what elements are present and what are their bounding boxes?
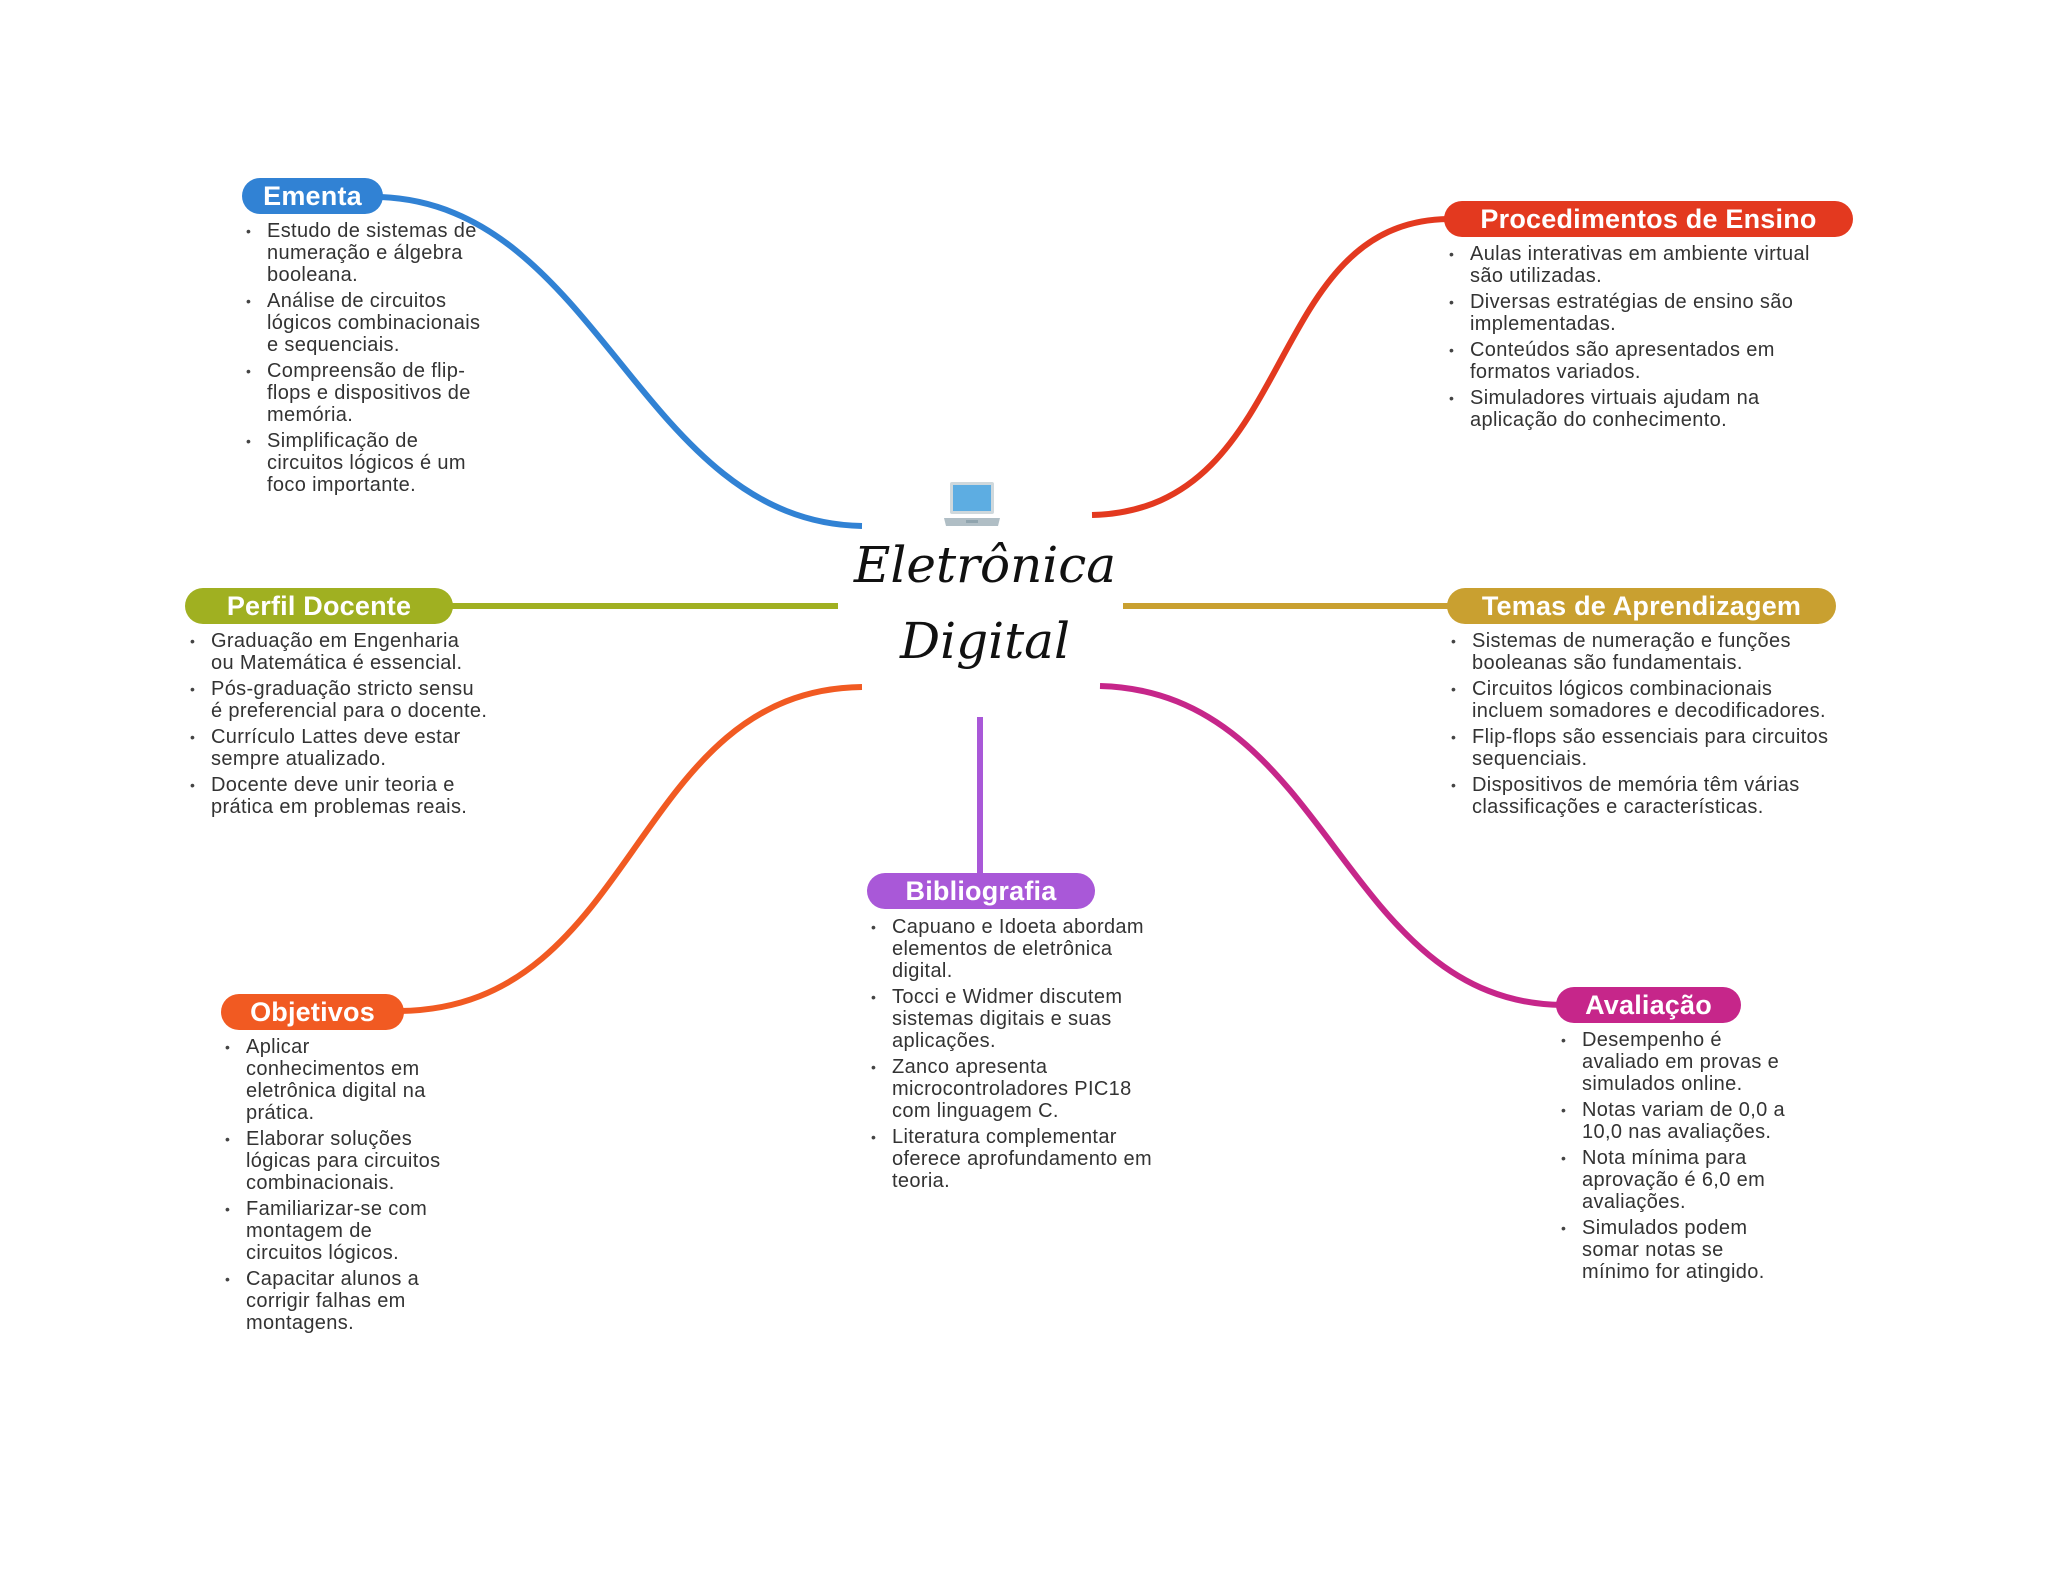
objetivos-list: Aplicar conhecimentos em eletrônica digi… <box>223 1036 453 1338</box>
procedimentos-list: Aulas interativas em ambiente virtual sã… <box>1447 243 1817 435</box>
branch-ementa[interactable]: Ementa <box>242 178 383 214</box>
list-item: Familiarizar-se com montagem de circuito… <box>223 1198 453 1264</box>
avaliacao-list: Desempenho é avaliado em provas e simula… <box>1559 1029 1789 1287</box>
list-item: Compreensão de flip-flops e dispositivos… <box>244 360 484 426</box>
list-item: Simulados podem somar notas se mínimo fo… <box>1559 1217 1789 1283</box>
list-item: Desempenho é avaliado em provas e simula… <box>1559 1029 1789 1095</box>
central-title-line1: Eletrônica <box>853 536 1117 594</box>
connector-objetivos <box>399 684 863 1014</box>
connector-ementa <box>379 194 863 529</box>
temas-list: Sistemas de numeração e funções booleana… <box>1449 630 1829 822</box>
ementa-list: Estudo de sistemas de numeração e álgebr… <box>244 220 484 500</box>
list-item: Docente deve unir teoria e prática em pr… <box>188 774 488 818</box>
list-item: Simuladores virtuais ajudam na aplicação… <box>1447 387 1817 431</box>
list-item: Sistemas de numeração e funções booleana… <box>1449 630 1829 674</box>
list-item: Aulas interativas em ambiente virtual sã… <box>1447 243 1817 287</box>
branch-avaliacao[interactable]: Avaliação <box>1556 987 1741 1023</box>
list-item: Análise de circuitos lógicos combinacion… <box>244 290 484 356</box>
laptop-icon <box>944 482 1000 526</box>
list-item: Nota mínima para aprovação é 6,0 em aval… <box>1559 1147 1789 1213</box>
perfil-list: Graduação em Engenharia ou Matemática é … <box>188 630 488 822</box>
list-item: Zanco apresenta microcontroladores PIC18… <box>869 1056 1154 1122</box>
branch-procedimentos[interactable]: Procedimentos de Ensino <box>1444 201 1853 237</box>
list-item: Literatura complementar oferece aprofund… <box>869 1126 1154 1192</box>
list-item: Currículo Lattes deve estar sempre atual… <box>188 726 488 770</box>
list-item: Simplificação de circuitos lógicos é um … <box>244 430 484 496</box>
branch-objetivos[interactable]: Objetivos <box>221 994 404 1030</box>
connector-avaliacao <box>1099 683 1563 1008</box>
branch-temas[interactable]: Temas de Aprendizagem <box>1447 588 1836 624</box>
list-item: Circuitos lógicos combinacionais incluem… <box>1449 678 1829 722</box>
branch-perfil-docente[interactable]: Perfil Docente <box>185 588 453 624</box>
central-title-line2: Digital <box>900 612 1070 670</box>
list-item: Notas variam de 0,0 a 10,0 nas avaliaçõe… <box>1559 1099 1789 1143</box>
list-item: Dispositivos de memória têm várias class… <box>1449 774 1829 818</box>
list-item: Capuano e Idoeta abordam elementos de el… <box>869 916 1154 982</box>
list-item: Conteúdos são apresentados em formatos v… <box>1447 339 1817 383</box>
list-item: Elaborar soluções lógicas para circuitos… <box>223 1128 453 1194</box>
list-item: Estudo de sistemas de numeração e álgebr… <box>244 220 484 286</box>
list-item: Capacitar alunos a corrigir falhas em mo… <box>223 1268 453 1334</box>
list-item: Diversas estratégias de ensino são imple… <box>1447 291 1817 335</box>
list-item: Tocci e Widmer discutem sistemas digitai… <box>869 986 1154 1052</box>
list-item: Graduação em Engenharia ou Matemática é … <box>188 630 488 674</box>
list-item: Aplicar conhecimentos em eletrônica digi… <box>223 1036 453 1124</box>
list-item: Pós-graduação stricto sensu é preferenci… <box>188 678 488 722</box>
branch-bibliografia[interactable]: Bibliografia <box>867 873 1095 909</box>
list-item: Flip-flops são essenciais para circuitos… <box>1449 726 1829 770</box>
connector-procedimentos <box>1091 216 1449 518</box>
bibliografia-list: Capuano e Idoeta abordam elementos de el… <box>869 916 1154 1196</box>
